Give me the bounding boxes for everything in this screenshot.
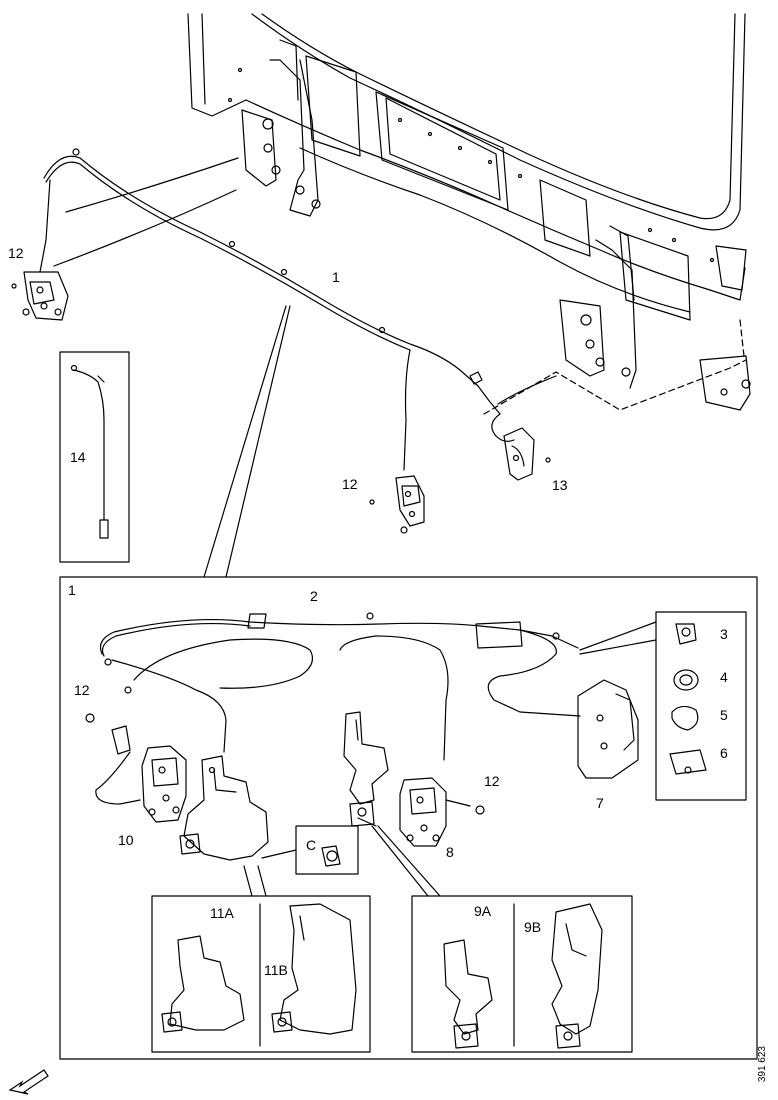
callout-12-mid: 12	[342, 476, 358, 492]
callout-13: 13	[552, 477, 568, 493]
release-cable	[39, 148, 515, 471]
callout-12-box-left: 12	[74, 682, 90, 698]
handle-7	[577, 679, 639, 779]
center-lock-assembly	[369, 475, 425, 534]
callout-11a: 11A	[210, 905, 234, 921]
clip-5	[671, 705, 699, 731]
bracket-11a	[161, 935, 245, 1033]
lock-8	[399, 777, 485, 847]
clip-3	[675, 623, 697, 645]
callout-4: 4	[720, 669, 728, 685]
callout-14: 14	[70, 449, 86, 465]
callout-2: 2	[310, 588, 318, 604]
item-14-box	[59, 351, 130, 563]
callout-8: 8	[446, 844, 454, 860]
callout-10: 10	[118, 832, 134, 848]
bracket-9a	[443, 939, 493, 1049]
lock-10	[85, 713, 187, 823]
callout-5: 5	[720, 707, 728, 723]
item-14-cable	[70, 364, 109, 539]
figure-code: 391 623	[757, 1046, 768, 1083]
clip-6	[669, 749, 707, 775]
callout-c: C	[306, 837, 317, 853]
callout-9b: 9B	[524, 919, 542, 935]
bracket-9-variants-box	[411, 895, 633, 1053]
detail-c-part	[321, 845, 341, 867]
callout-12-box-right: 12	[484, 773, 500, 789]
callout-3: 3	[720, 626, 728, 642]
callout-12-left: 12	[8, 245, 24, 261]
detail-box-1	[59, 576, 758, 1060]
bracket-11	[179, 755, 269, 861]
bracket-9b	[551, 903, 603, 1049]
bracket-11-variants-box	[151, 895, 371, 1053]
callout-6: 6	[720, 745, 728, 761]
bracket-9	[343, 711, 389, 827]
small-parts-box	[655, 611, 747, 801]
callout-11b: 11B	[264, 962, 288, 978]
callout-7: 7	[596, 795, 604, 811]
grommet-4	[673, 669, 699, 691]
detail-box-1-label: 1	[68, 582, 76, 598]
left-lock-assembly	[11, 271, 69, 321]
cab-front-frame	[187, 13, 751, 415]
callout-1-top: 1	[332, 269, 340, 285]
detail-cable	[99, 612, 581, 761]
direction-arrow-icon	[8, 1069, 49, 1095]
bracket-11b	[271, 903, 357, 1035]
callout-9a: 9A	[474, 903, 492, 919]
release-handle	[503, 427, 551, 481]
